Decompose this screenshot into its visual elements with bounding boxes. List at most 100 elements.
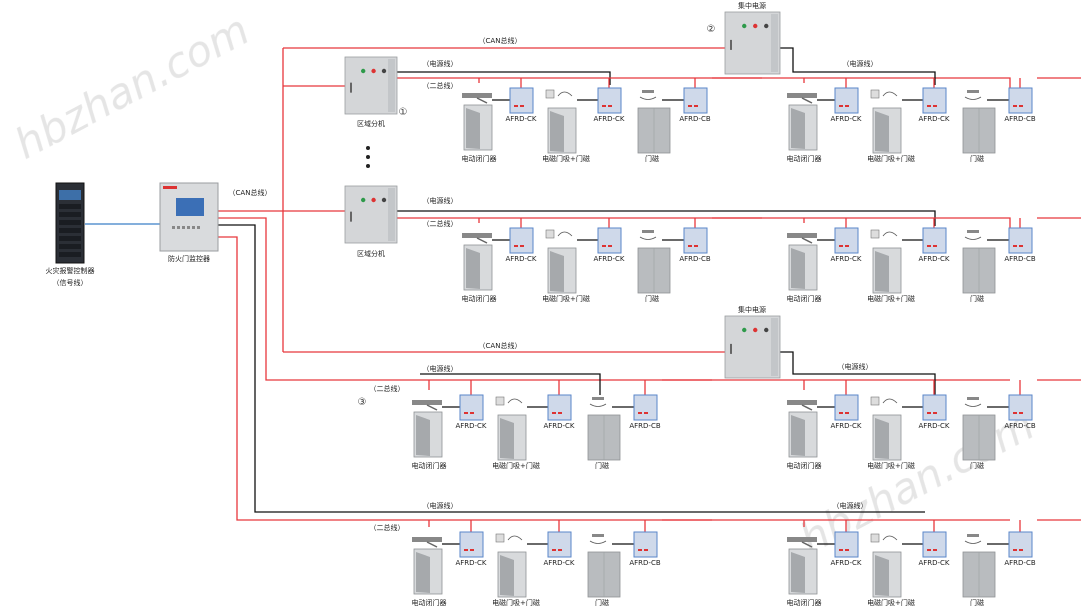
holder-icon: [545, 89, 573, 99]
afrd-ck-module: [834, 531, 859, 558]
plain-door-icon: [587, 414, 621, 461]
power-line-label: （电源线）: [423, 59, 458, 68]
afrd-cb-module: [633, 394, 658, 421]
afrd-cb-module: [683, 87, 708, 114]
magnet-icon: [589, 534, 607, 544]
ck-label: AFRD-CK: [593, 255, 624, 263]
holder-icon: [495, 533, 523, 543]
door-closer-device: [787, 537, 817, 548]
holder-icon: [870, 533, 898, 543]
closer-label: 电动闭门器: [787, 598, 822, 607]
closer-label: 电动闭门器: [787, 154, 822, 163]
power-wire-3a: [420, 373, 601, 395]
ck-label: AFRD-CK: [455, 422, 486, 430]
cb-label: AFRD-CB: [679, 255, 710, 263]
two-bus-wire-4: [218, 236, 1010, 521]
closer-label: 电动闭门器: [787, 294, 822, 303]
door-closer-device: [412, 400, 442, 411]
fire-door-icon: [463, 244, 493, 291]
wires: [85, 47, 1081, 545]
can-bus-label: （CAN总线）: [229, 188, 272, 197]
magnet-label: 门磁: [970, 461, 984, 470]
devices: [55, 11, 1033, 598]
afrd-ck-module: [547, 394, 572, 421]
magnet-icon: [964, 230, 982, 240]
cb-label: AFRD-CB: [629, 422, 660, 430]
holder-label: 电磁门吸+门磁: [867, 294, 915, 303]
door-closer-device: [787, 93, 817, 104]
magnet-icon: [964, 90, 982, 100]
magnet-label: 门磁: [595, 598, 609, 607]
region-unit-label: 区域分机: [357, 249, 385, 258]
holder-icon: [870, 229, 898, 239]
fire-door-icon: [788, 244, 818, 291]
door-closer-device: [787, 400, 817, 411]
power-wire-3: [780, 351, 936, 395]
holder-label: 电磁门吸+门磁: [492, 461, 540, 470]
afrd-ck-module: [922, 531, 947, 558]
two-bus-wire-2: [397, 217, 1011, 228]
fire-door-monitor: [159, 182, 219, 252]
ck-label: AFRD-CK: [505, 115, 536, 123]
power-line-label: （电源线）: [423, 364, 458, 373]
plain-door-icon: [962, 107, 996, 154]
magnet-label: 门磁: [970, 154, 984, 163]
central-power-2: [724, 315, 781, 379]
plain-door-icon: [962, 414, 996, 461]
afrd-ck-module: [922, 227, 947, 254]
ck-label: AFRD-CK: [455, 559, 486, 567]
fire-door-icon: [413, 411, 443, 458]
closer-label: 电动闭门器: [412, 461, 447, 470]
cb-label: AFRD-CB: [1004, 115, 1035, 123]
afrd-cb-module: [683, 227, 708, 254]
closer-label: 电动闭门器: [462, 294, 497, 303]
door-closer-device: [412, 537, 442, 548]
holder-icon: [870, 396, 898, 406]
afrd-ck-module: [834, 227, 859, 254]
holder-label: 电磁门吸+门磁: [867, 154, 915, 163]
ck-label: AFRD-CK: [918, 115, 949, 123]
ck-label: AFRD-CK: [918, 559, 949, 567]
magnet-icon: [639, 230, 657, 240]
afrd-cb-module: [1008, 394, 1033, 421]
magnet-icon: [639, 90, 657, 100]
holder-icon: [545, 229, 573, 239]
holder-label: 电磁门吸+门磁: [867, 598, 915, 607]
two-bus-wire-1: [397, 77, 1011, 88]
marker-1: ①: [399, 107, 408, 118]
plain-door-icon: [637, 247, 671, 294]
afrd-ck-module: [922, 87, 947, 114]
ck-label: AFRD-CK: [593, 115, 624, 123]
fire-door-icon: [788, 548, 818, 595]
magnet-label: 门磁: [970, 598, 984, 607]
region-unit-label: 区域分机: [357, 119, 385, 128]
central-power-1: [724, 11, 781, 75]
marker-3: ③: [358, 397, 367, 408]
magnet-label: 门磁: [970, 294, 984, 303]
signal-line-label: （信号线）: [53, 278, 88, 287]
holder-label: 电磁门吸+门磁: [492, 598, 540, 607]
ck-label: AFRD-CK: [830, 115, 861, 123]
two-bus-label: （二总线）: [423, 219, 458, 228]
afrd-ck-module: [509, 87, 534, 114]
afrd-cb-module: [1008, 87, 1033, 114]
cb-label: AFRD-CB: [1004, 559, 1035, 567]
afrd-cb-module: [633, 531, 658, 558]
holder-label: 电磁门吸+门磁: [542, 294, 590, 303]
fire-door-icon: [497, 414, 527, 461]
plain-door-icon: [637, 107, 671, 154]
closer-label: 电动闭门器: [787, 461, 822, 470]
two-bus-label: （二总线）: [423, 81, 458, 90]
fire-alarm-label: 火灾报警控制器: [46, 266, 95, 275]
afrd-ck-module: [547, 531, 572, 558]
holder-label: 电磁门吸+门磁: [867, 461, 915, 470]
fire-door-icon: [788, 411, 818, 458]
closer-label: 电动闭门器: [462, 154, 497, 163]
ck-label: AFRD-CK: [830, 559, 861, 567]
two-bus-label: （二总线）: [370, 384, 405, 393]
door-closer-device: [462, 93, 492, 104]
ck-label: AFRD-CK: [830, 255, 861, 263]
can-bus-label: （CAN总线）: [479, 36, 522, 45]
